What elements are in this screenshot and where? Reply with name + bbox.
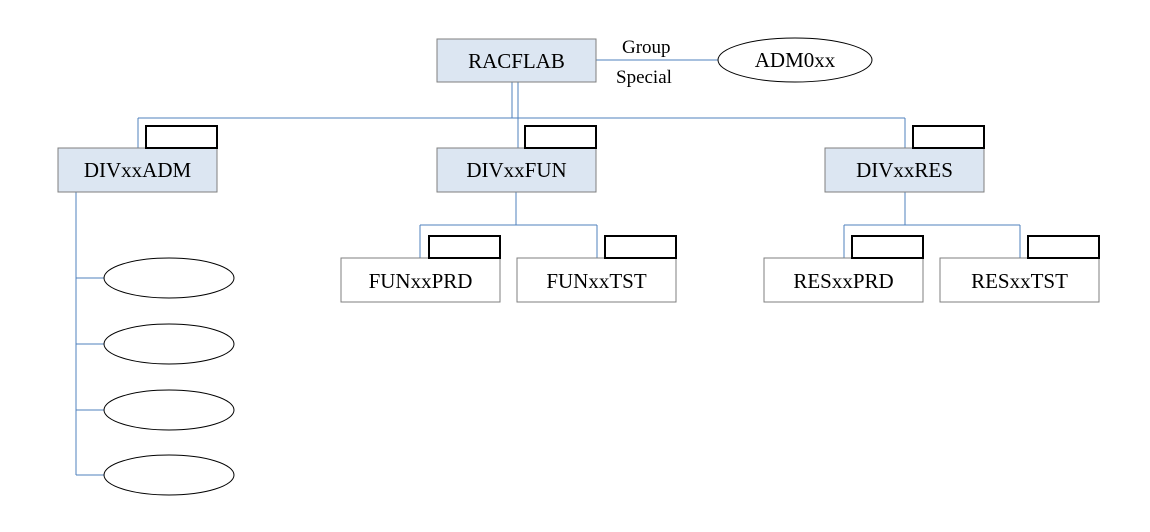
adm-member-ellipse[interactable] — [103, 257, 235, 299]
adm-member-ellipse[interactable] — [103, 454, 235, 496]
division-node-fun-label: DIVxxFUN — [466, 158, 566, 182]
subgroup-node-resxxtst-label: RESxxTST — [971, 269, 1068, 293]
special-label: Special — [616, 67, 672, 88]
division-node-res-box — [824, 147, 985, 193]
subgroup-node-funxxprd-label: FUNxxPRD — [369, 269, 473, 293]
subgroup-node-funxxtst[interactable]: FUNxxTST — [516, 235, 677, 303]
division-node-res-tab — [912, 125, 985, 149]
division-node-fun[interactable]: DIVxxFUN — [436, 125, 597, 193]
subgroup-node-resxxprd-tab — [851, 235, 924, 259]
division-node-adm-tab — [145, 125, 218, 149]
connectors — [75, 59, 1021, 476]
adm-member-ellipses — [103, 257, 235, 496]
subgroup-node-funxxprd[interactable]: FUNxxPRD — [340, 235, 501, 303]
group-label: Group — [622, 37, 671, 58]
adm-member-ellipse[interactable] — [103, 389, 235, 431]
root-node-box — [436, 38, 597, 83]
adm0xx-ellipse — [717, 37, 873, 83]
subgroup-node-resxxprd-box — [763, 257, 924, 303]
subgroup-node-funxxtst-tab — [604, 235, 677, 259]
subgroup-node-resxxtst[interactable]: RESxxTST — [939, 235, 1100, 303]
subgroup-node-resxxprd-label: RESxxPRD — [793, 269, 893, 293]
division-node-adm-label: DIVxxADM — [84, 158, 192, 182]
division-node-fun-box — [436, 147, 597, 193]
division-node-adm[interactable]: DIVxxADM — [57, 125, 218, 193]
adm-member-ellipse[interactable] — [103, 323, 235, 365]
subgroup-node-resxxprd[interactable]: RESxxPRD — [763, 235, 924, 303]
adm0xx-label: ADM0xx — [755, 48, 836, 72]
subgroup-node-resxxtst-tab — [1027, 235, 1100, 259]
division-node-res[interactable]: DIVxxRES — [824, 125, 985, 193]
subgroup-node-resxxtst-box — [939, 257, 1100, 303]
subgroup-node-funxxprd-tab — [428, 235, 501, 259]
division-node-res-label: DIVxxRES — [856, 158, 953, 182]
root-node[interactable]: RACFLAB — [436, 38, 597, 83]
subgroup-node-funxxtst-label: FUNxxTST — [546, 269, 647, 293]
subgroup-node-funxxtst-box — [516, 257, 677, 303]
subgroup-node-funxxprd-box — [340, 257, 501, 303]
root-node-label: RACFLAB — [468, 49, 565, 73]
division-node-fun-tab — [524, 125, 597, 149]
division-node-adm-box — [57, 147, 218, 193]
adm0xx-node[interactable]: ADM0xx — [717, 37, 873, 83]
